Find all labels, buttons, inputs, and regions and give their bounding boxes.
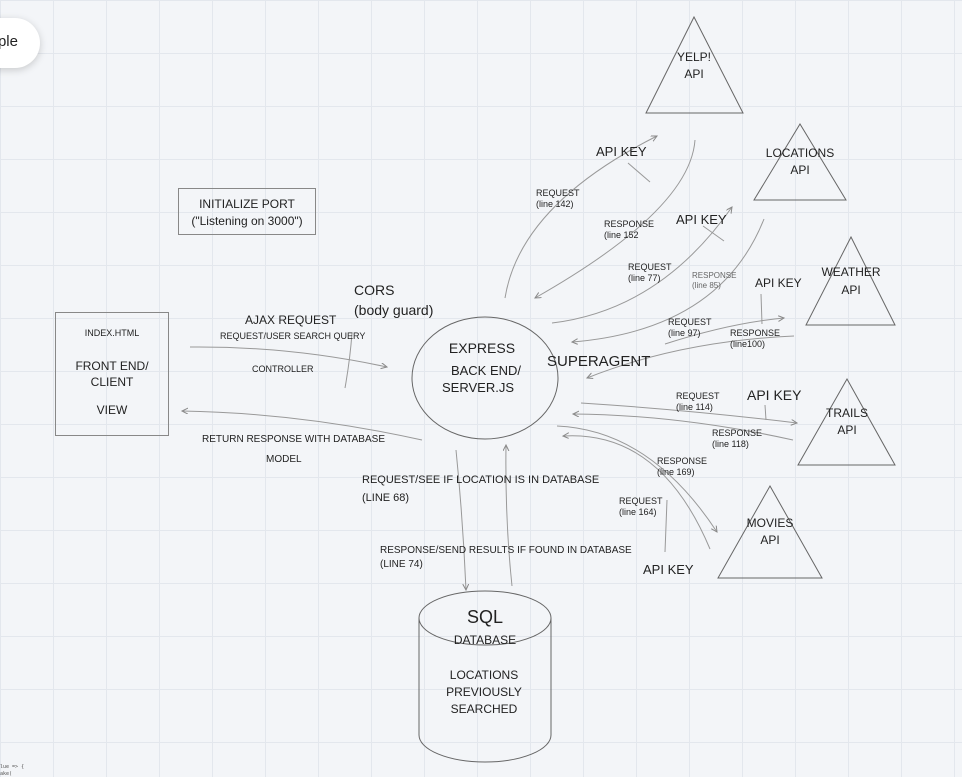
weather-api-key-label: API KEY: [755, 276, 802, 290]
db-request-label: REQUEST/SEE IF LOCATION IS IN DATABASE: [362, 474, 600, 486]
sql-locations-label: LOCATIONS: [449, 668, 519, 682]
db-response-line: (LINE 74): [380, 559, 423, 570]
weather-response-label: RESPONSE(line100): [730, 328, 781, 350]
yelp-response-label: RESPONSE(line 152: [604, 219, 655, 241]
return-response-label: RETURN RESPONSE WITH DATABASE: [202, 434, 385, 445]
partial-button-pill[interactable]: ple: [0, 18, 40, 68]
yelp-request-label: REQUEST(line 142): [536, 188, 580, 210]
sql-previously-label: PREVIOUSLY: [446, 685, 522, 699]
express-server-ellipse[interactable]: [411, 316, 559, 440]
locations-api-name: LOCATIONS: [765, 146, 835, 160]
sql-database-label: DATABASE: [453, 633, 517, 647]
cors-label: CORS: [354, 282, 395, 298]
movies-api-label: API: [760, 533, 780, 547]
express-label: EXPRESS: [448, 340, 516, 356]
yelp-api-name: YELP!: [676, 50, 712, 64]
initialize-port-title: INITIALIZE PORT: [199, 197, 295, 211]
yelp-api-key-label: API KEY: [596, 144, 647, 159]
client-box[interactable]: INDEX.HTML FRONT END/ CLIENT VIEW: [55, 312, 169, 436]
sql-cylinder-body[interactable]: [418, 618, 552, 763]
trails-api-key-label: API KEY: [747, 387, 802, 403]
model-label: MODEL: [266, 454, 302, 465]
superagent-label: SUPERAGENT: [547, 353, 651, 370]
locations-api-triangle[interactable]: [753, 123, 847, 201]
weather-api-name: WEATHER: [821, 265, 881, 279]
sql-title: SQL: [466, 607, 504, 627]
trails-response-label: RESPONSE(line 118): [712, 428, 763, 450]
yelp-api-label: API: [684, 67, 704, 81]
sql-cylinder-top: [418, 590, 552, 646]
server-js-label: SERVER.JS: [441, 380, 514, 395]
code-snippet-line-2: ake(: [0, 771, 13, 777]
client-file-label: INDEX.HTML: [84, 328, 140, 338]
back-end-label: BACK END/: [450, 363, 522, 378]
client-view-label: VIEW: [96, 403, 128, 417]
locations-request-label: REQUEST(line 77): [628, 262, 672, 284]
db-request-line: (LINE 68): [362, 492, 410, 504]
db-response-label: RESPONSE/SEND RESULTS IF FOUND IN DATABA…: [380, 545, 632, 556]
trails-request-label: REQUEST(line 114): [676, 391, 720, 413]
movies-api-name: MOVIES: [746, 516, 794, 530]
locations-response-label: RESPONSE(line 85): [692, 271, 737, 290]
weather-api-label: API: [841, 283, 861, 297]
weather-request-label: REQUEST(line 97): [668, 317, 712, 339]
pill-label: ple: [0, 33, 18, 50]
movies-response-label: RESPONSE(line 169): [657, 456, 708, 478]
movies-api-key-label: API KEY: [643, 562, 694, 577]
client-label: CLIENT: [90, 375, 134, 389]
movies-request-label: REQUEST(line 164): [619, 496, 663, 518]
trails-api-name: TRAILS: [825, 406, 868, 420]
user-search-query-label: REQUEST/USER SEARCH QUERY: [220, 331, 366, 341]
ajax-request-label: AJAX REQUEST: [245, 313, 337, 327]
initialize-port-detail: ("Listening on 3000"): [191, 214, 303, 228]
trails-api-triangle[interactable]: [797, 377, 896, 466]
initialize-port-box[interactable]: INITIALIZE PORT ("Listening on 3000"): [178, 188, 316, 235]
locations-api-label: API: [790, 163, 810, 177]
sql-searched-label: SEARCHED: [450, 702, 518, 716]
body-guard-label: (body guard): [354, 302, 434, 318]
locations-api-key-label: API KEY: [676, 212, 727, 227]
controller-label: CONTROLLER: [252, 364, 314, 374]
client-front-end-label: FRONT END/: [75, 359, 149, 373]
yelp-api-triangle[interactable]: [645, 15, 744, 114]
code-snippet-line-1: lue => {: [0, 764, 25, 770]
trails-api-label: API: [837, 423, 857, 437]
movies-api-triangle[interactable]: [717, 484, 823, 579]
weather-api-triangle[interactable]: [805, 235, 896, 326]
